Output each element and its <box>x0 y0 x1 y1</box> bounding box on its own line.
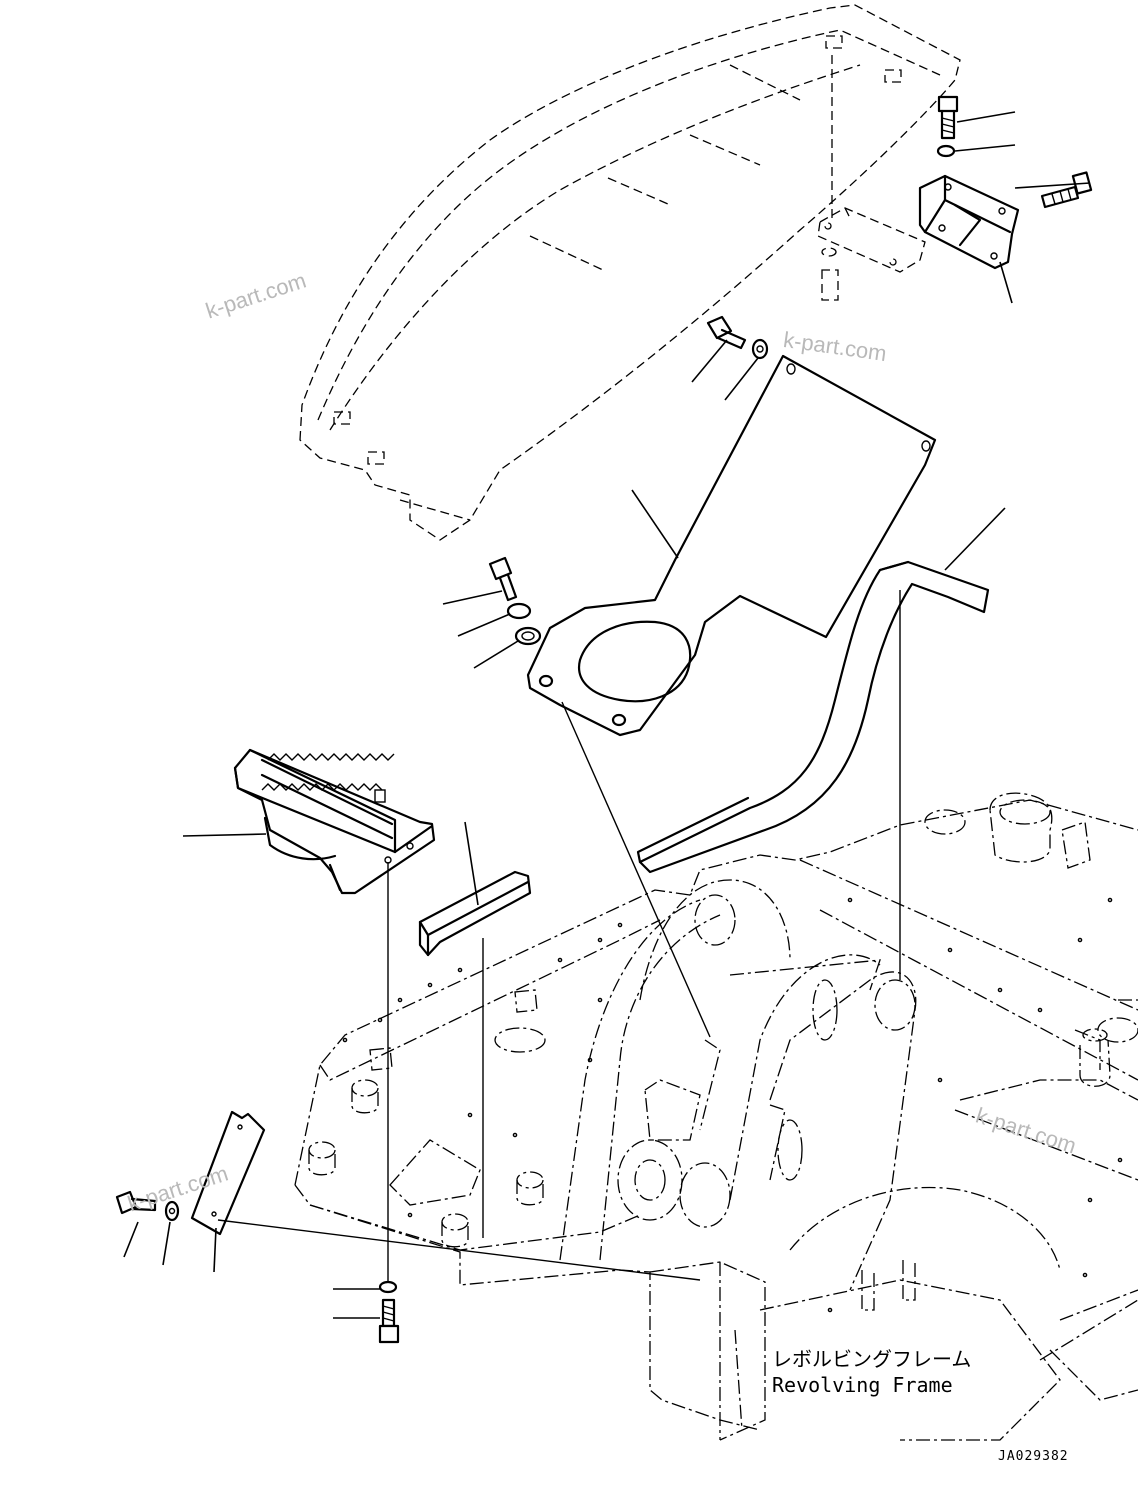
washer-icon <box>514 626 542 646</box>
bolt-icon <box>706 315 747 350</box>
washer-icon <box>751 338 769 360</box>
bolt-icon <box>115 1190 157 1215</box>
frame-label: レボルビングフレーム Revolving Frame <box>772 1346 971 1398</box>
cover-plate <box>526 354 937 737</box>
washer-icon <box>936 144 956 158</box>
step-icon <box>182 748 436 1285</box>
drawing-code: JA029382 <box>998 1449 1069 1464</box>
frame-label-en: Revolving Frame <box>772 1373 953 1397</box>
upper-bracket-assembly <box>817 55 1093 304</box>
wedge-block <box>418 821 532 1238</box>
frame-label-jp: レボルビングフレーム <box>772 1347 972 1371</box>
cover-plate-small <box>190 1110 266 1236</box>
lower-plate-assembly <box>115 1110 701 1344</box>
bolt-icon <box>378 1298 400 1344</box>
washer-icon <box>164 1200 180 1222</box>
cab-roof-phantom <box>299 4 961 541</box>
washer-icon <box>506 602 532 620</box>
cover-plate-assembly <box>442 315 937 1038</box>
revolving-frame <box>294 792 1138 1441</box>
frame-holes <box>342 897 1123 1313</box>
seal-strip <box>636 507 1006 980</box>
bolt-icon <box>937 95 959 140</box>
mount-bracket <box>918 174 1020 270</box>
washer-icon <box>378 1280 398 1294</box>
bolt-icon <box>1040 171 1093 209</box>
bolt-icon <box>488 556 518 602</box>
